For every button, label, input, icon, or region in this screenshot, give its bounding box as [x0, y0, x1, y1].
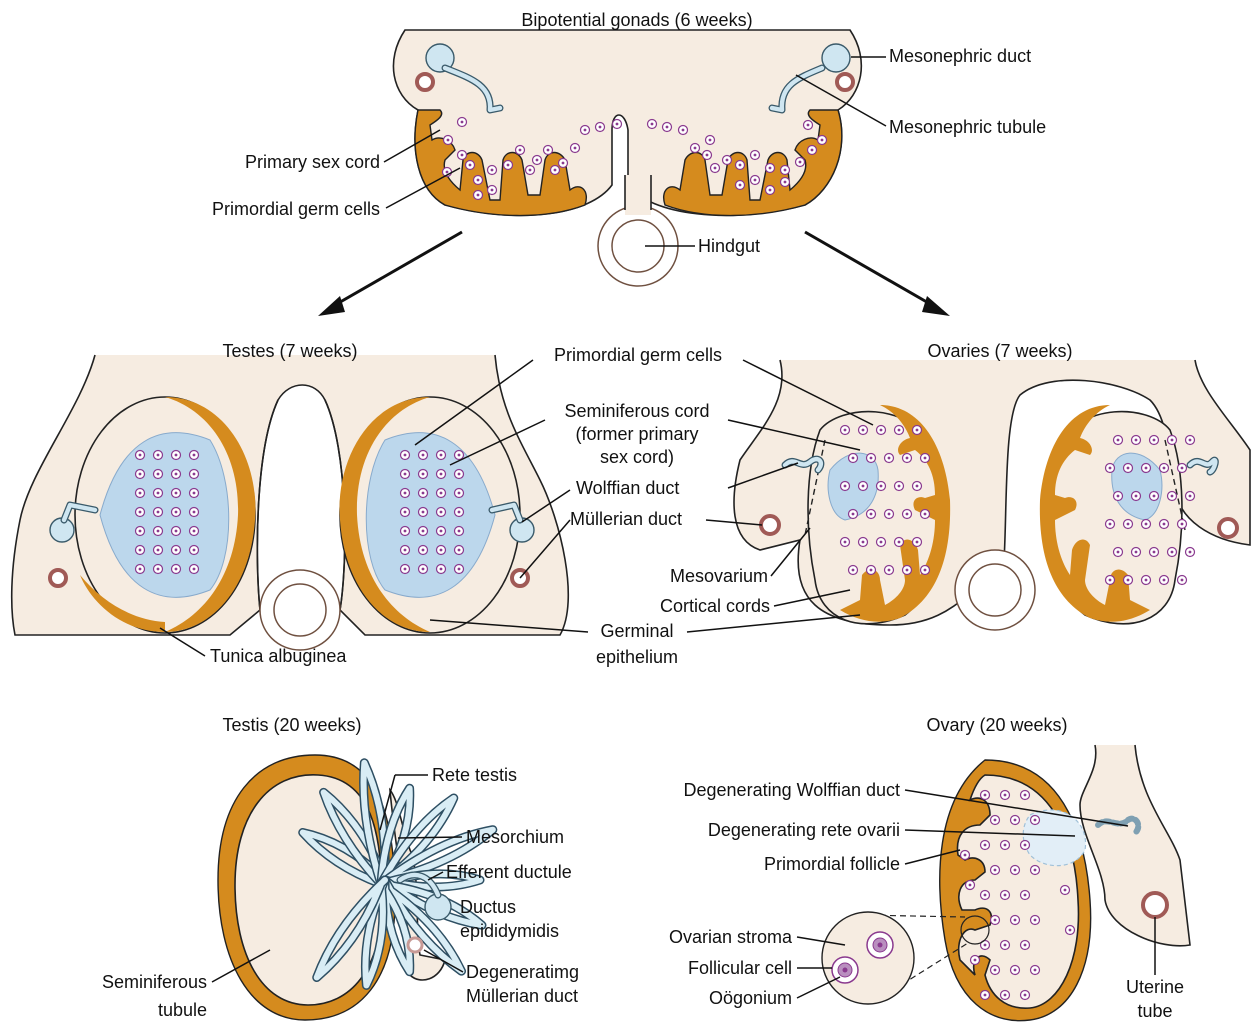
label-primordial-follicle: Primordial follicle	[764, 854, 900, 874]
label-tunica-albuginea: Tunica albuginea	[210, 646, 347, 666]
mullerian-duct-left	[50, 570, 66, 586]
label-oogonium: Oögonium	[709, 988, 792, 1008]
title-testis-20: Testis (20 weeks)	[222, 715, 361, 735]
arrow-to-ovaries	[805, 232, 932, 305]
label-ovarian-stroma: Ovarian stroma	[669, 927, 793, 947]
testis20-interior	[235, 775, 382, 1005]
title-testes-7: Testes (7 weeks)	[222, 341, 357, 361]
label-sex-cord: sex cord)	[600, 447, 674, 467]
label-ductus: Ductus	[460, 897, 516, 917]
label-rete-testis: Rete testis	[432, 765, 517, 785]
mullerian-left-top	[417, 74, 433, 90]
magnified-follicle	[822, 912, 914, 1004]
mullerian-duct-ovary-left	[761, 516, 779, 534]
label-epididymidis: epididymidis	[460, 921, 559, 941]
degenerating-mullerian-duct	[408, 938, 422, 952]
mullerian-duct-ovary-right	[1219, 519, 1237, 537]
testes-7-weeks-panel	[12, 355, 569, 650]
label-degenerating-wolffian: Degenerating Wolffian duct	[684, 780, 900, 800]
label-mesorchium: Mesorchium	[466, 827, 564, 847]
mesonephric-duct-right	[822, 44, 850, 72]
label-degenerating-mullerian: Müllerian duct	[466, 986, 578, 1006]
label-follicular-cell: Follicular cell	[688, 958, 792, 978]
label-mullerian-duct: Müllerian duct	[570, 509, 682, 529]
ovaries-7-weeks-panel	[734, 360, 1250, 630]
label-mesonephric-tubule: Mesonephric tubule	[889, 117, 1046, 137]
arrow-to-testes	[335, 232, 462, 305]
label-wolffian-duct: Wolffian duct	[576, 478, 679, 498]
bipotential-gonads-panel	[393, 30, 861, 286]
arrowhead-testes	[318, 296, 345, 316]
label-mesovarium: Mesovarium	[670, 566, 768, 586]
uterine-tube	[1143, 893, 1167, 917]
title-ovary-20: Ovary (20 weeks)	[926, 715, 1067, 735]
label-mesonephric-duct: Mesonephric duct	[889, 46, 1031, 66]
label-primary-sex-cord: Primary sex cord	[245, 152, 380, 172]
mullerian-right-top	[837, 74, 853, 90]
label-primordial-germ-cells-top: Primordial germ cells	[212, 199, 380, 219]
label-seminiferous-cord: Seminiferous cord	[564, 401, 709, 421]
label-degeneratimg: Degeneratimg	[466, 962, 579, 982]
ovary20-ligament	[1080, 745, 1190, 946]
label-tube: tube	[1137, 1001, 1172, 1021]
arrowhead-ovaries	[922, 296, 950, 316]
label-former-primary: (former primary	[575, 424, 698, 444]
label-degenerating-rete: Degenerating rete ovarii	[708, 820, 900, 840]
label-epithelium: epithelium	[596, 647, 678, 667]
label-hindgut: Hindgut	[698, 236, 760, 256]
label-uterine: Uterine	[1126, 977, 1184, 997]
label-cortical-cords: Cortical cords	[660, 596, 770, 616]
title-bipotential: Bipotential gonads (6 weeks)	[521, 10, 752, 30]
label-tubule: tubule	[158, 1000, 207, 1020]
hindgut-stalk	[625, 175, 651, 215]
title-ovaries-7: Ovaries (7 weeks)	[927, 341, 1072, 361]
label-efferent-ductule: Efferent ductule	[446, 862, 572, 882]
label-seminiferous: Seminiferous	[102, 972, 207, 992]
label-primordial-germ-cells-mid: Primordial germ cells	[554, 345, 722, 365]
label-germinal: Germinal	[600, 621, 673, 641]
testis-20-weeks-panel	[218, 755, 493, 1020]
